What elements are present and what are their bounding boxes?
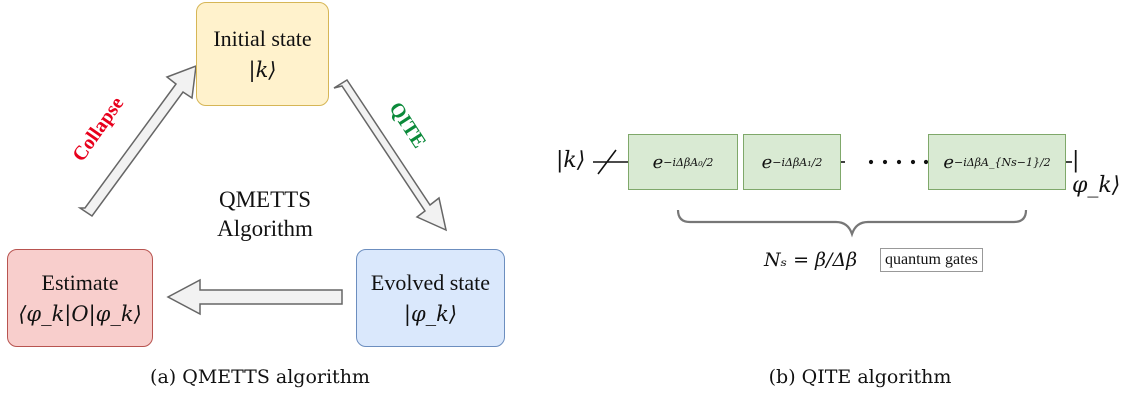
estimate-box: Estimate ⟨φ_k|O|φ_k⟩ (7, 249, 153, 347)
count-formula: Nₛ = β/Δβ (764, 249, 858, 271)
gate-0-exp: −iΔβA₀/2 (663, 155, 714, 169)
caption-b: (b) QITE algorithm (768, 366, 952, 388)
ellipsis-dots (868, 159, 929, 165)
output-state: |φ_k⟩ (1072, 148, 1121, 198)
initial-state-math: |k⟩ (248, 58, 277, 83)
center-label-line1: QMETTS (219, 187, 311, 212)
center-label-line2: Algorithm (217, 215, 313, 241)
gate-n-exp: −iΔβA_{Ns−1}/2 (953, 155, 1051, 169)
gate-0-base: e (652, 151, 664, 173)
qite-arrow (333, 78, 448, 232)
gate-0: e−iΔβA₀/2 (628, 134, 738, 190)
circuit-wires (593, 149, 1072, 175)
evolved-state-title: Evolved state (370, 269, 491, 295)
gate-1-base: e (761, 151, 773, 173)
count-label: quantum gates (880, 248, 983, 272)
gate-1-exp: −iΔβA₁/2 (772, 155, 823, 169)
return-arrow (166, 278, 343, 316)
evolved-state-box: Evolved state |φ_k⟩ (356, 249, 505, 347)
input-state: |k⟩ (556, 148, 586, 173)
gate-n-base: e (943, 151, 954, 173)
initial-state-box: Initial state |k⟩ (196, 2, 329, 106)
evolved-state-math: |φ_k⟩ (403, 302, 458, 327)
initial-state-title: Initial state (213, 25, 312, 51)
under-brace (676, 209, 1028, 238)
caption-a: (a) QMETTS algorithm (150, 366, 370, 388)
estimate-math: ⟨φ_k|O|φ_k⟩ (18, 302, 142, 327)
estimate-title: Estimate (41, 269, 119, 295)
center-label: QMETTS Algorithm (190, 186, 340, 244)
gate-n: e−iΔβA_{Ns−1}/2 (928, 134, 1066, 190)
gate-1: e−iΔβA₁/2 (743, 134, 841, 190)
